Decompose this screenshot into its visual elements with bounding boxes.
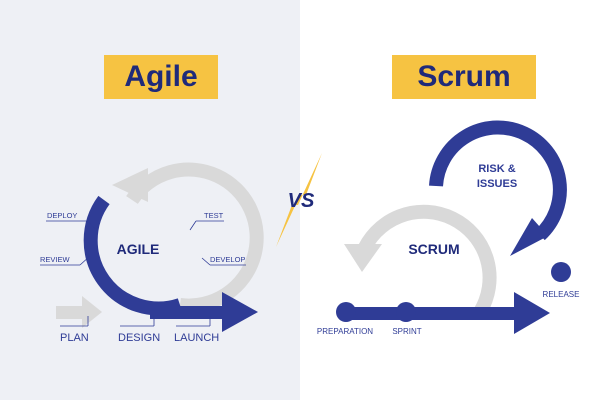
- agile-launch-line: [150, 306, 225, 319]
- risk-label-line1: RISK &: [478, 163, 515, 175]
- scrum-release-line: [346, 307, 518, 320]
- preparation-label: PREPARATION: [317, 327, 373, 336]
- preparation-dot: [336, 302, 356, 322]
- lightning-bolt-icon: [276, 153, 322, 247]
- risk-label-line2: ISSUES: [477, 178, 517, 190]
- step-deploy: DEPLOY: [47, 211, 77, 220]
- scrum-release-arrowhead: [514, 292, 550, 334]
- vs-label: VS: [288, 190, 315, 212]
- agile-cycle-arrowhead: [112, 168, 148, 202]
- release-label: RELEASE: [543, 290, 580, 299]
- agile-plan-arrowhead: [82, 296, 102, 328]
- agile-leader-lines: [40, 220, 246, 327]
- step-test: TEST: [204, 211, 224, 220]
- agile-title: Agile: [104, 55, 218, 99]
- agile-gray-arc: [126, 162, 264, 313]
- step-develop: DEVELOP: [210, 255, 245, 264]
- scrum-cycle: [336, 120, 571, 334]
- scrum-title: Scrum: [392, 55, 536, 99]
- step-review: REVIEW: [40, 255, 71, 264]
- sprint-dot: [396, 302, 416, 322]
- release-dot: [551, 262, 571, 282]
- scrum-center-label: SCRUM: [408, 241, 459, 257]
- scrum-cycle-arrowhead: [344, 244, 382, 272]
- scrum-risk-arc: [429, 120, 567, 241]
- scrum-risk-arrowhead: [510, 218, 548, 256]
- test-leader-tick: [189, 220, 197, 231]
- review-leader-tick: [79, 255, 91, 266]
- develop-leader-tick: [201, 257, 211, 266]
- deploy-leader-tick: [87, 220, 97, 231]
- step-launch: LAUNCH: [174, 332, 219, 344]
- agile-launch-arrowhead: [222, 292, 258, 332]
- agile-plan-line: [56, 306, 84, 319]
- agile-cycle: [56, 162, 264, 332]
- agile-center-label: AGILE: [117, 241, 160, 257]
- sprint-label: SPRINT: [392, 327, 421, 336]
- step-plan: PLAN: [60, 332, 89, 344]
- step-design: DESIGN: [118, 332, 160, 344]
- scrum-gray-arc: [355, 204, 497, 316]
